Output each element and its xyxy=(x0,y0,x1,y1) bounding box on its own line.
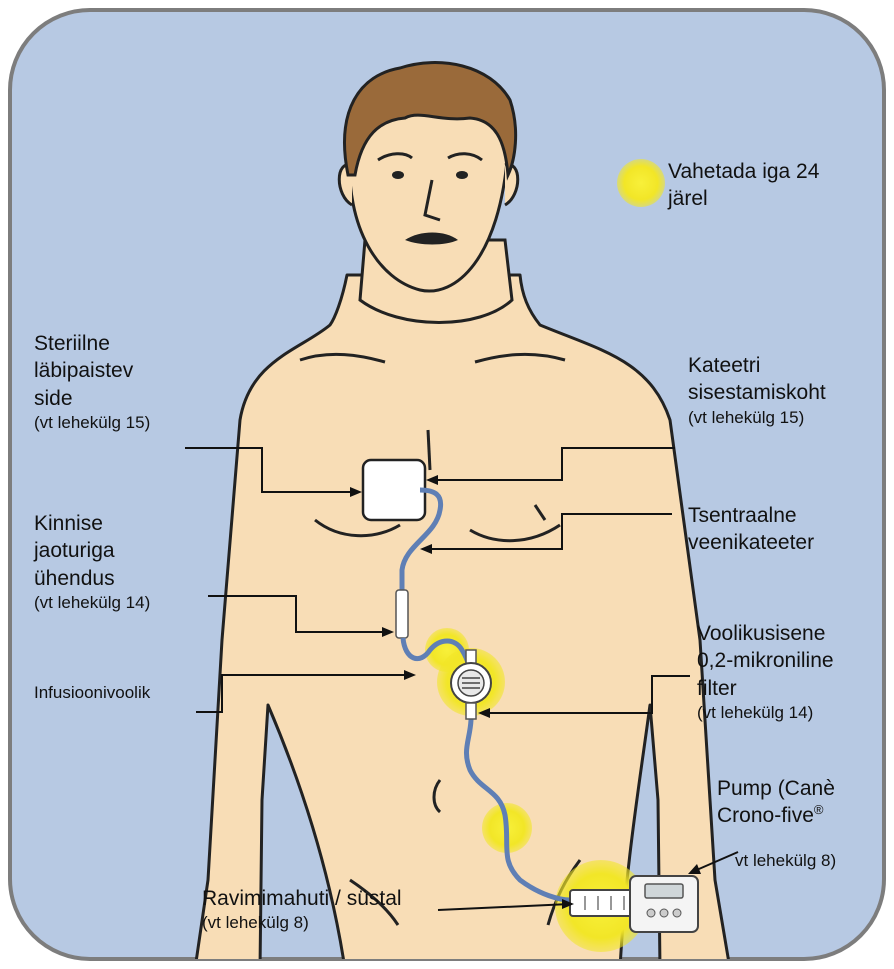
label-connector-ref: (vt lehekülg 14) xyxy=(34,592,150,614)
label-pump-line-2: Crono-five® xyxy=(717,802,835,829)
syringe-reservoir xyxy=(570,890,634,916)
label-pump-line-2-text: Crono-five xyxy=(717,804,814,827)
label-pump-ref-text: vt lehekülg 8) xyxy=(735,851,836,870)
label-filter-line-2: 0,2-mikroniline xyxy=(697,647,834,674)
connector-hub xyxy=(396,590,408,638)
label-insertion: Kateetri sisestamiskoht (vt lehekülg 15) xyxy=(688,352,826,429)
label-pump-registered-mark: ® xyxy=(814,802,824,817)
sternum-notch xyxy=(428,430,430,470)
label-dressing-line-1: Steriilne xyxy=(34,330,150,357)
pump-device xyxy=(630,876,698,932)
legend-marker xyxy=(617,159,665,207)
label-reservoir-ref: (vt lehekülg 8) xyxy=(202,912,402,934)
label-pump-ref: vt lehekülg 8) xyxy=(735,850,836,872)
legend-line-2: järel xyxy=(668,185,819,212)
label-catheter-line-2: veenikateeter xyxy=(688,529,814,556)
legend-text: Vahetada iga 24 järel xyxy=(668,158,819,213)
label-filter-ref: (vt lehekülg 14) xyxy=(697,702,834,724)
label-filter: Voolikusisene 0,2-mikroniline filter (vt… xyxy=(697,620,834,724)
label-reservoir: Ravimimahuti / süstal (vt lehekülg 8) xyxy=(202,885,402,934)
label-connector: Kinnise jaoturiga ühendus (vt lehekülg 1… xyxy=(34,510,150,614)
label-pump-line-1: Pump (Canè xyxy=(717,775,835,802)
label-insertion-line-1: Kateetri xyxy=(688,352,826,379)
label-connector-line-3: ühendus xyxy=(34,565,150,592)
right-eye xyxy=(456,171,468,179)
label-dressing: Steriilne läbipaistev side (vt lehekülg … xyxy=(34,330,150,434)
label-dressing-line-3: side xyxy=(34,385,150,412)
label-catheter: Tsentraalne veenikateeter xyxy=(688,502,814,557)
legend-line-1: Vahetada iga 24 xyxy=(668,158,819,185)
label-tubing-text: Infusioonivoolik xyxy=(34,683,150,702)
label-tubing: Infusioonivoolik xyxy=(34,682,150,704)
label-catheter-line-1: Tsentraalne xyxy=(688,502,814,529)
label-filter-line-1: Voolikusisene xyxy=(697,620,834,647)
dressing-square xyxy=(363,460,425,520)
label-insertion-line-2: sisestamiskoht xyxy=(688,379,826,406)
label-dressing-line-2: läbipaistev xyxy=(34,357,150,384)
label-dressing-ref: (vt lehekülg 15) xyxy=(34,412,150,434)
label-pump: Pump (Canè Crono-five® xyxy=(717,775,835,830)
left-eye xyxy=(392,171,404,179)
label-connector-line-1: Kinnise xyxy=(34,510,150,537)
label-insertion-ref: (vt lehekülg 15) xyxy=(688,407,826,429)
label-connector-line-2: jaoturiga xyxy=(34,537,150,564)
label-reservoir-line-1: Ravimimahuti / süstal xyxy=(202,885,402,912)
label-filter-line-3: filter xyxy=(697,675,834,702)
